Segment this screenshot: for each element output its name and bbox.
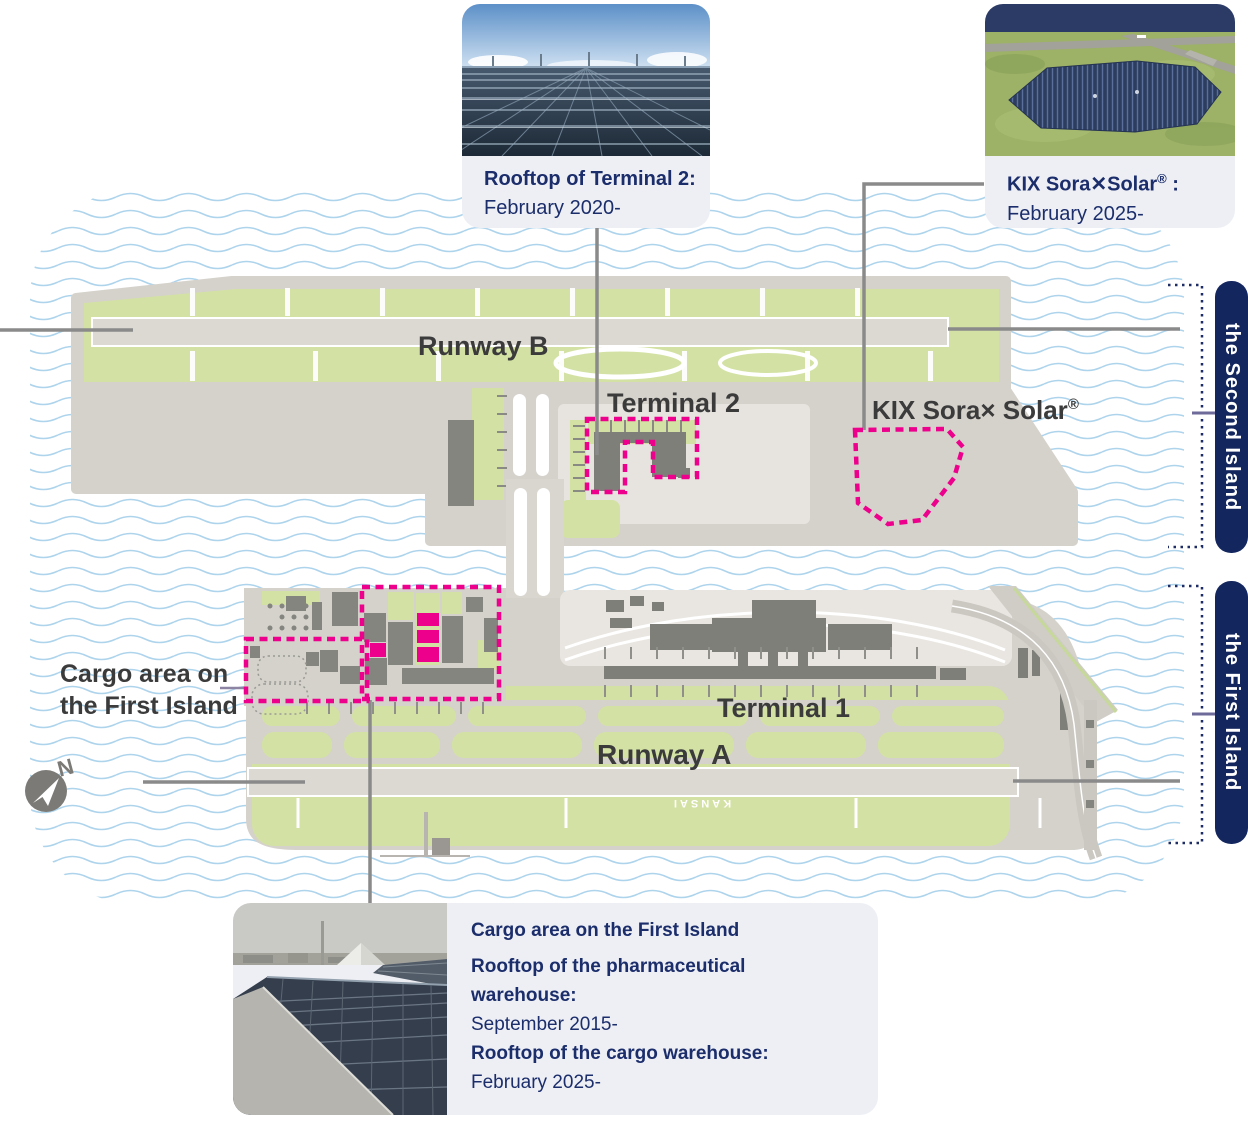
apron-dividers — [296, 798, 1042, 828]
first-island-tag: the First Island — [1215, 581, 1248, 844]
second-island-building — [448, 420, 474, 506]
kix-callout-date: February 2025- — [1007, 202, 1144, 225]
runway-b-strip — [91, 317, 949, 347]
runway-a-strip — [247, 767, 1019, 797]
kix-callout-title: KIX Sora✕Solar® : — [1007, 171, 1179, 196]
cargo-item2-date: February 2025- — [471, 1072, 601, 1093]
tank-dots — [267, 603, 309, 631]
cargo-callout-heading: Cargo area on the First Island — [471, 920, 740, 941]
cargo-rooftop-photo — [233, 903, 447, 1115]
terminal2-rooftop-photo — [462, 4, 710, 156]
kix-sora-solar-photo — [985, 4, 1235, 156]
cargo-buildings — [250, 592, 498, 685]
cargo-area — [244, 588, 506, 715]
leader-lines — [0, 182, 1180, 903]
kix-sora-label: KIX Sora× Solar® — [872, 395, 1079, 425]
solar-highlight-outlines — [243, 416, 966, 704]
cargo-item1-date: September 2015- — [471, 1014, 618, 1035]
compass-n-label: N — [55, 753, 77, 781]
kix-sora-highlight — [852, 426, 966, 527]
cargo-solar-panels — [370, 613, 439, 662]
terminal2-label: Terminal 2 — [607, 388, 740, 418]
cargo-area-label-line2: the First Island — [60, 692, 238, 720]
cargo-highlight-2 — [243, 636, 370, 704]
compass-icon: N — [25, 753, 76, 812]
second-island — [71, 276, 1078, 546]
south-pier — [380, 812, 470, 857]
cargo-area-label-line1: Cargo area on — [60, 660, 228, 688]
inter-island-taxiway-bridge — [506, 479, 564, 605]
first-island: KANSAI — [244, 586, 1118, 861]
kix-sora-leader-line — [862, 182, 984, 430]
runway-b-label: Runway B — [418, 331, 549, 361]
terminal2-highlight — [584, 416, 700, 495]
runway-a-label: Runway A — [597, 739, 731, 770]
terminal2-callout-card: Rooftop of Terminal 2: February 2020- — [462, 4, 710, 228]
terminal2-buildings — [594, 432, 690, 491]
terminal1-buildings — [604, 596, 1070, 730]
kix-sora-callout-card: KIX Sora✕Solar® : February 2025- — [985, 4, 1235, 228]
cargo-item2-label: Rooftop of the cargo warehouse: — [471, 1043, 769, 1064]
second-island-tag: the Second Island — [1215, 281, 1248, 553]
kansai-runway-text: KANSAI — [671, 797, 731, 809]
cargo-callout-card: Cargo area on the First Island Rooftop o… — [233, 903, 878, 1115]
terminal2-callout-title: Rooftop of Terminal 2: — [484, 168, 696, 190]
cargo-item1-label: Rooftop of the pharmaceutical warehouse: — [471, 956, 746, 1006]
terminal1-label: Terminal 1 — [717, 693, 850, 723]
cargo-highlight-1 — [359, 584, 502, 702]
taxiway-green-ovals — [262, 706, 1004, 758]
terminal2-callout-date: February 2020- — [484, 197, 621, 219]
